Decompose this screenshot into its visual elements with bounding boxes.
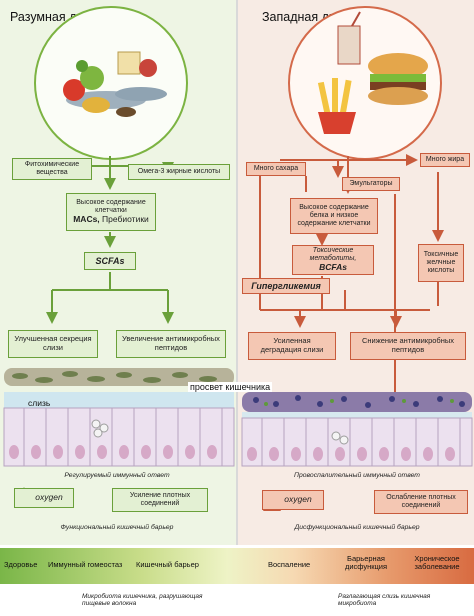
bar-health-label: Здоровье xyxy=(4,560,38,569)
toxic-metabolites-text: Токсические метаболиты, xyxy=(309,247,357,263)
legend-fiber-microbiota: Микробиота кишечника, разрушающая пищевы… xyxy=(82,593,203,608)
bar-inflammation-label: Воспаление xyxy=(268,560,311,569)
high-fat-box: Много жира xyxy=(420,153,470,167)
hyperglycemia-box: Гипергликемия xyxy=(242,278,330,294)
antimicrobial-decrease-box: Снижение антимикробных пептидов xyxy=(350,332,466,360)
high-protein-box: Высокое содержание белка и низкое содерж… xyxy=(290,198,378,234)
toxic-bile-acids-box: Токсичные желчные кислоты xyxy=(418,244,464,282)
legend-mucus-microbiota: Разлагающая слизь кишечная микробиота xyxy=(338,593,431,608)
functional-barrier-caption: Функциональный кишечный барьер xyxy=(60,524,174,531)
oxygen-low-text: oxygen xyxy=(35,492,63,503)
mucus-secretion-box: Улучшенная секреция слизи xyxy=(8,330,98,358)
dysfunctional-barrier-caption: Дисфункциональный кишечный барьер xyxy=(294,524,420,531)
macs-text: MACs, xyxy=(73,214,100,225)
phytochemicals-box: Фитохимические вещества xyxy=(12,158,92,180)
bar-homeostasis-label: Иммунный гомеостаз xyxy=(48,560,123,569)
omega3-box: Омега-3 жирные кислоты xyxy=(128,164,230,180)
macs-label: MACs, Пребиотики xyxy=(73,214,149,225)
scfas-box: SCFAs xyxy=(84,252,136,270)
oxygen-high-text: oxygen xyxy=(284,494,312,505)
lumen-label: просвет кишечника xyxy=(188,382,273,392)
bar-barrier-label: Кишечный барьер xyxy=(136,560,199,569)
health-disease-gradient-bar xyxy=(0,548,474,584)
toxic-metabolites-box: Токсические метаболиты, BCFAs xyxy=(292,245,374,275)
antimicrobial-increase-box: Увеличение антимикробных пептидов xyxy=(116,330,226,358)
fiber-label: Высокое содержание клетчатки xyxy=(76,199,146,215)
prebiotics-text: Пребиотики xyxy=(102,214,149,225)
high-sugar-box: Много сахара xyxy=(246,162,306,176)
healthy-food-illustration xyxy=(63,51,167,117)
bar-dysfunction-label: Барьерная дисфункция xyxy=(344,554,388,572)
tight-junctions-weakened-box: Ослабление плотных соединений xyxy=(374,490,468,514)
panel-divider xyxy=(236,0,238,545)
bcfas-text: BCFAs xyxy=(319,262,347,273)
mucus-label: слизь xyxy=(28,398,51,408)
emulsifiers-box: Эмульгаторы xyxy=(342,177,400,191)
oxygen-high-box: oxygen xyxy=(262,490,324,510)
fiber-box: Высокое содержание клетчатки MACs, Преби… xyxy=(66,193,156,231)
fast-food-illustration xyxy=(317,11,428,134)
oxygen-low-box: oxygen xyxy=(14,488,74,508)
bar-chronic-label: Хроническое заболевание xyxy=(414,554,460,572)
regulated-immune-caption: Регулируемый иммунный ответ xyxy=(64,472,170,479)
mucus-degradation-box: Усиленная деградация слизи xyxy=(248,332,336,360)
proinflammatory-immune-caption: Провоспалительный иммунный ответ xyxy=(294,472,420,479)
tight-junctions-strengthened-box: Усиление плотных соединений xyxy=(112,488,208,512)
western-food-circle xyxy=(288,6,442,160)
gut-epithelium-illustration xyxy=(3,368,473,511)
